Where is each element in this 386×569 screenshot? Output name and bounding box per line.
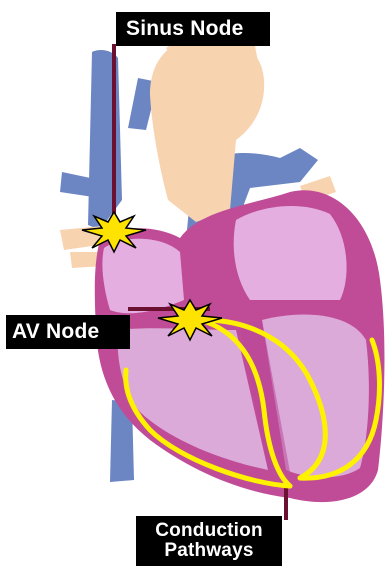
av-node-label: AV Node bbox=[6, 315, 130, 349]
conduction-label-line2: Pathways bbox=[136, 541, 282, 561]
superior-vena-cava bbox=[88, 50, 122, 230]
left-atrium bbox=[234, 206, 347, 300]
conduction-label-line1: Conduction bbox=[136, 521, 282, 541]
sinus-node-label: Sinus Node bbox=[116, 12, 270, 46]
conduction-pathways-label: Conduction Pathways bbox=[136, 516, 282, 566]
